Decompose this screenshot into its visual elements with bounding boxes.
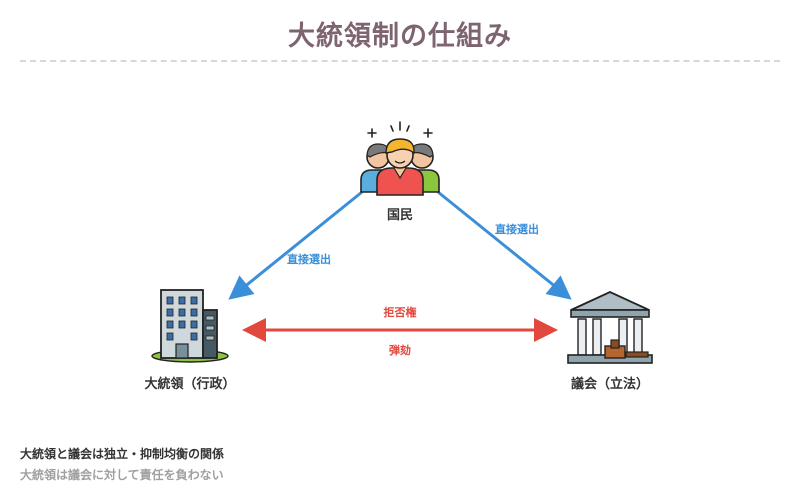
election-arrow-right bbox=[437, 190, 572, 300]
people-group-icon bbox=[360, 121, 440, 196]
congress-label: 議会（立法） bbox=[571, 376, 649, 392]
impeachment-label: 弾劾 bbox=[389, 343, 411, 357]
courthouse-icon bbox=[567, 291, 653, 364]
title-divider bbox=[20, 60, 780, 62]
veto-label: 拒否権 bbox=[384, 305, 417, 319]
election-arrow-left bbox=[228, 190, 363, 300]
election-label-right: 直接選出 bbox=[495, 222, 539, 236]
page-title: 大統領制の仕組み bbox=[288, 21, 512, 52]
note-responsibility: 大統領は議会に対して責任を負わない bbox=[20, 468, 224, 482]
election-label-left: 直接選出 bbox=[287, 252, 331, 266]
president-label: 大統領（行政） bbox=[144, 376, 235, 392]
people-label: 国民 bbox=[387, 208, 413, 223]
office-building-icon bbox=[151, 289, 229, 363]
note-independence: 大統領と議会は独立・抑制均衡の関係 bbox=[20, 447, 225, 461]
